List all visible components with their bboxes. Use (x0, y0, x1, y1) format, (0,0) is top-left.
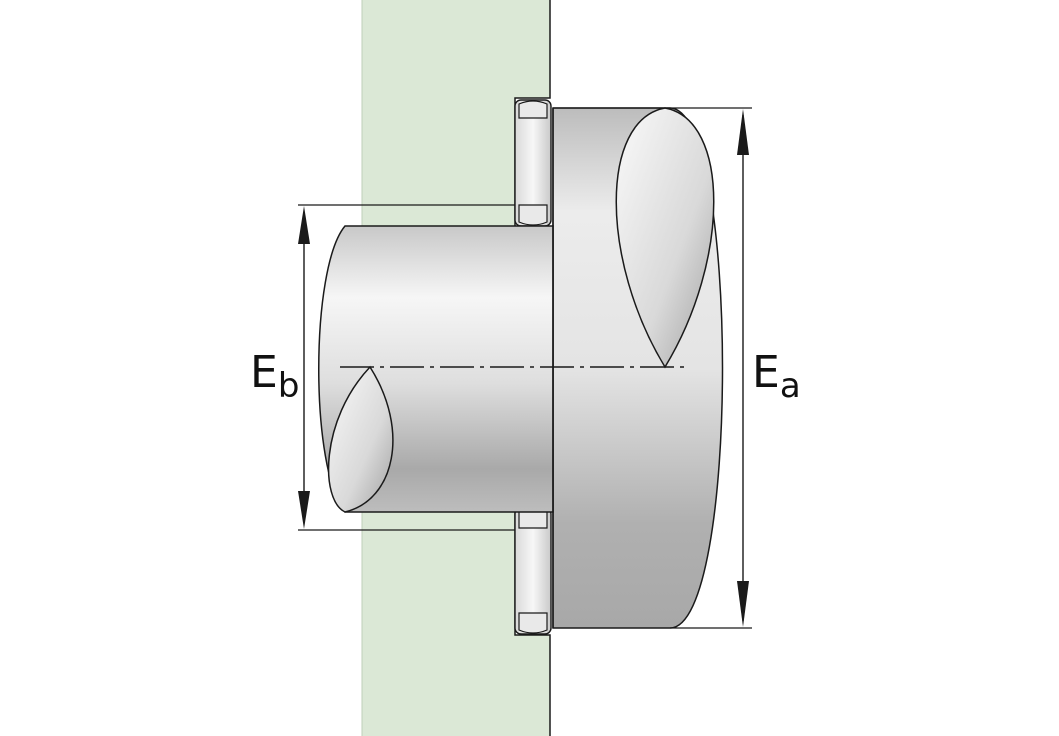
large-collar (552, 107, 724, 629)
label-eb: Eb (250, 347, 299, 406)
dimension-eb (298, 204, 515, 531)
label-ea-main: E (752, 347, 780, 398)
seal-bottom (514, 507, 552, 635)
lower-cut-lobe (327, 365, 394, 513)
seal-top (514, 99, 552, 227)
label-ea-sub: a (780, 366, 801, 406)
label-ea: Ea (752, 347, 801, 406)
dimension-ea (553, 107, 752, 629)
label-eb-main: E (250, 347, 278, 398)
shaft (318, 108, 554, 628)
label-eb-sub: b (278, 366, 300, 406)
